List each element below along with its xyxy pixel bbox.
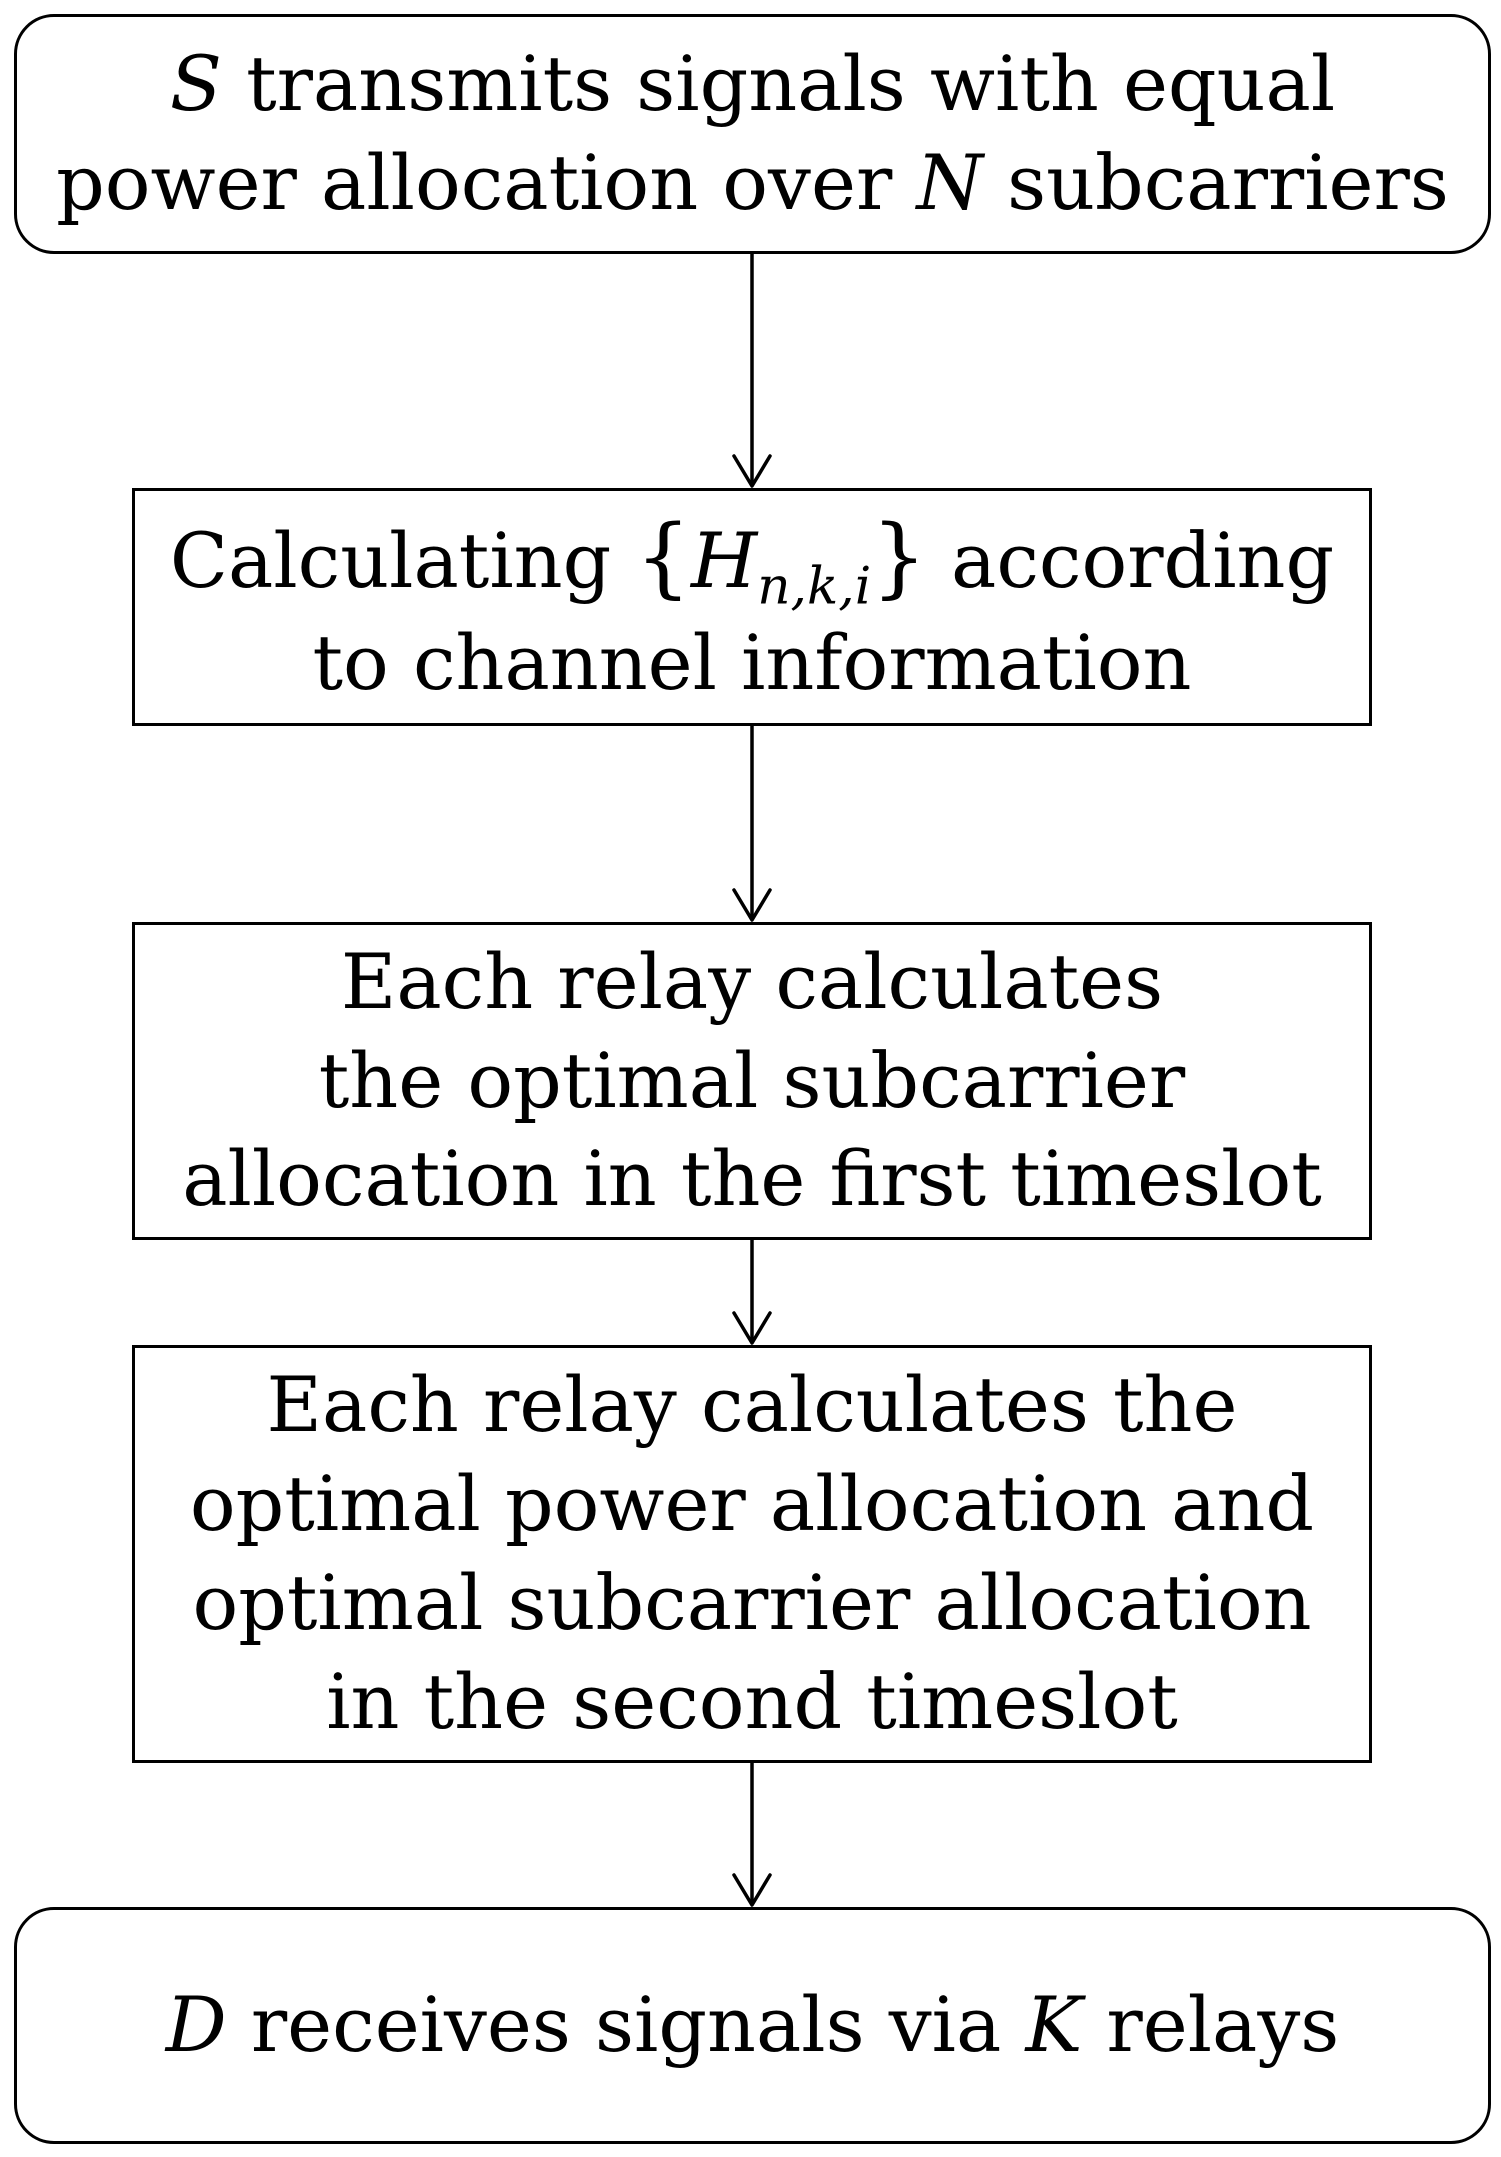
subscript-nki: n,k,i bbox=[757, 556, 872, 617]
arrow-first-to-second bbox=[732, 1240, 772, 1345]
start-node-line-1: S transmits signals with equal bbox=[170, 35, 1335, 134]
variable-d: D bbox=[165, 1980, 227, 2070]
first-node-line-2: the optimal subcarrier bbox=[318, 1035, 1186, 1125]
first-timeslot-node: Each relay calculates the optimal subcar… bbox=[132, 922, 1372, 1240]
second-node-line-3: optimal subcarrier allocation bbox=[192, 1558, 1312, 1647]
calc-node-line-1: Calculating {Hn,k,i} according bbox=[170, 501, 1334, 615]
variable-n: N bbox=[916, 138, 983, 227]
symbol-h: H bbox=[691, 515, 758, 605]
calc-node-text-1a: Calculating bbox=[169, 515, 636, 605]
second-node-line-4: in the second timeslot bbox=[326, 1656, 1178, 1746]
arrow-second-to-end bbox=[732, 1763, 772, 1907]
calculate-channel-node: Calculating {Hn,k,i} according to channe… bbox=[132, 488, 1372, 726]
end-node-text-b: relays bbox=[1082, 1980, 1340, 2070]
first-node-line-3: allocation in the first timeslot bbox=[182, 1134, 1322, 1224]
start-node-text-2b: subcarriers bbox=[982, 138, 1449, 227]
second-timeslot-node: Each relay calculates the optimal power … bbox=[132, 1345, 1372, 1763]
end-node-text-a: receives signals via bbox=[226, 1980, 1026, 2070]
variable-s: S bbox=[169, 39, 222, 129]
start-node: S transmits signals with equal power all… bbox=[14, 14, 1491, 254]
second-node-line-1: Each relay calculates the bbox=[266, 1360, 1238, 1450]
second-node-line-2: optimal power allocation and bbox=[189, 1459, 1315, 1549]
start-node-text-2a: power allocation over bbox=[56, 138, 917, 227]
brace-close: } bbox=[871, 505, 927, 608]
variable-k: K bbox=[1025, 1980, 1083, 2070]
brace-open: { bbox=[635, 505, 691, 608]
end-node-line-1: D receives signals via K relays bbox=[166, 1976, 1340, 2075]
start-node-text-1: transmits signals with equal bbox=[221, 39, 1336, 129]
start-node-line-2: power allocation over N subcarriers bbox=[56, 134, 1449, 233]
calc-node-line-2: to channel information bbox=[312, 618, 1192, 708]
calc-node-text-1b: according bbox=[926, 515, 1335, 605]
first-node-line-1: Each relay calculates bbox=[340, 936, 1164, 1026]
arrow-calc-to-first bbox=[732, 726, 772, 922]
end-node: D receives signals via K relays bbox=[14, 1907, 1491, 2144]
arrow-start-to-calc bbox=[732, 254, 772, 488]
